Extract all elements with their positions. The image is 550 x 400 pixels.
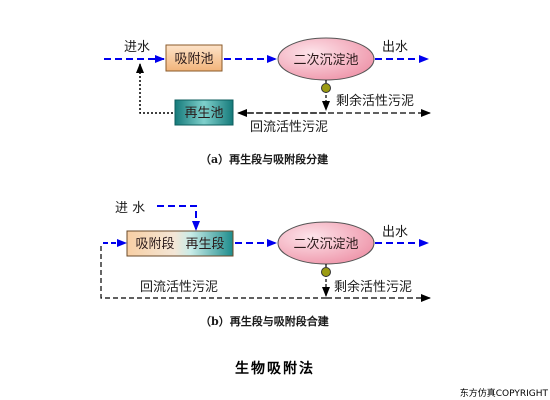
b-excess-sludge-label: 剩余活性污泥 [334, 279, 412, 295]
b-inlet-label: 进 水 [115, 201, 145, 216]
a-regen-to-inlet-arrow [136, 63, 173, 114]
a-caption: （a）再生段与吸附段分建 [200, 152, 329, 166]
a-outlet-label: 出水 [382, 40, 408, 55]
b-regeneration-section-label: 再生段 [185, 237, 224, 252]
b-secondary-clarifier-label: 二次沉淀池 [293, 236, 358, 252]
b-inlet-arrow [157, 205, 200, 231]
a-regeneration-tank-label: 再生池 [184, 106, 223, 121]
a-return-sludge-label: 回流活性污泥 [250, 120, 328, 135]
a-valve [321, 83, 331, 93]
b-valve [321, 267, 331, 277]
a-excess-sludge-label: 剩余活性污泥 [336, 93, 414, 109]
b-adsorption-section-label: 吸附段 [135, 237, 174, 252]
a-secondary-clarifier-label: 二次沉淀池 [293, 52, 358, 68]
b-caption: （b）再生段与吸附段合建 [200, 314, 330, 328]
a-adsorption-tank [165, 44, 223, 72]
a-adsorption-tank-label: 吸附池 [174, 52, 213, 67]
b-combined-tank [126, 230, 234, 257]
copyright-text: 东方仿真COPYRIGHT [460, 387, 549, 399]
diagram-b: 进 水 吸附段 再生段 二次沉淀池 出水 回流活性污泥 剩余活性污泥 （b）再生… [100, 201, 431, 328]
a-regeneration-tank [174, 99, 234, 126]
b-outlet-label: 出水 [382, 225, 408, 240]
diagram-a: 进水 吸附池 二次沉淀池 出水 剩余活性污泥 再生池 回流活性污泥 （a）再生段… [104, 37, 431, 166]
page-title: 生物吸附法 [235, 360, 315, 377]
b-return-sludge-label: 回流活性污泥 [140, 280, 218, 295]
b-return-sludge-loop [100, 243, 326, 299]
a-inlet-label: 进水 [124, 40, 150, 55]
